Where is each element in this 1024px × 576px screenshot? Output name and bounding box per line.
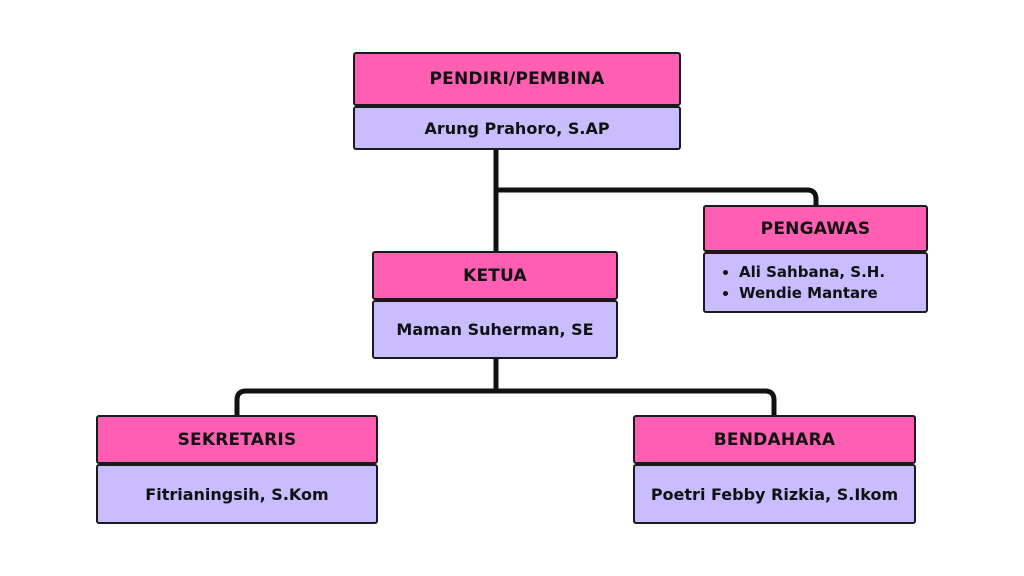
connector-ketua-bendahara (493, 388, 777, 418)
sekretaris-title: SEKRETARIS (96, 415, 378, 464)
ketua-title: KETUA (372, 251, 618, 300)
sekretaris-name: Fitrianingsih, S.Kom (96, 464, 378, 524)
ketua-name: Maman Suherman, SE (372, 300, 618, 359)
pengawas-title: PENGAWAS (703, 205, 928, 252)
pengawas-members: Ali Sahbana, S.H. Wendie Mantare (703, 252, 928, 313)
connector-ketua-sekretaris (234, 356, 499, 418)
pengawas-member-list: Ali Sahbana, S.H. Wendie Mantare (705, 262, 885, 304)
pendiri-pembina-title: PENDIRI/PEMBINA (353, 52, 681, 106)
pendiri-pembina-name: Arung Prahoro, S.AP (353, 106, 681, 150)
bendahara-title: BENDAHARA (633, 415, 916, 464)
connector-pendiri-pengawas (493, 187, 819, 208)
pengawas-member: Ali Sahbana, S.H. (739, 262, 885, 283)
bendahara-name: Poetri Febby Rizkia, S.Ikom (633, 464, 916, 524)
pengawas-member: Wendie Mantare (739, 283, 885, 304)
